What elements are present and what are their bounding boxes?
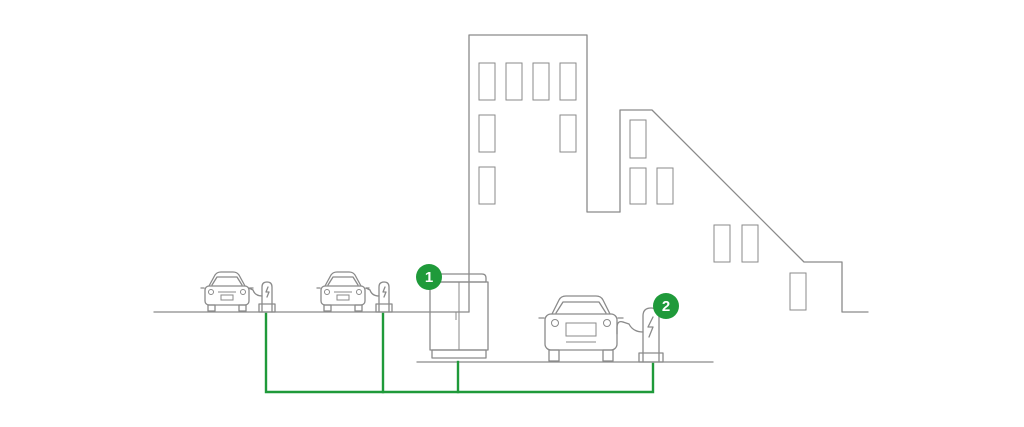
marker-2-label: 2 (662, 298, 670, 315)
marker-1-label: 1 (425, 269, 433, 286)
tall-building-windows (478, 62, 577, 205)
charging-station (616, 307, 664, 363)
ev-car-icon (200, 271, 254, 312)
marker-2-badge (653, 293, 679, 319)
marker-1-badge (416, 264, 442, 290)
ev-car-icon (316, 271, 370, 312)
ev-car-icon (538, 295, 624, 362)
charger-icon (365, 281, 393, 313)
sloped-building (619, 109, 869, 313)
tall-building (468, 34, 621, 313)
lightning-icon (647, 316, 654, 338)
marker-2[interactable]: 2 (653, 293, 679, 319)
cabinet-icon (429, 273, 489, 359)
marker-1[interactable]: 1 (416, 264, 442, 290)
sloped-building-windows (629, 119, 807, 311)
power-lines (264, 312, 655, 394)
charger-icon (248, 281, 276, 313)
